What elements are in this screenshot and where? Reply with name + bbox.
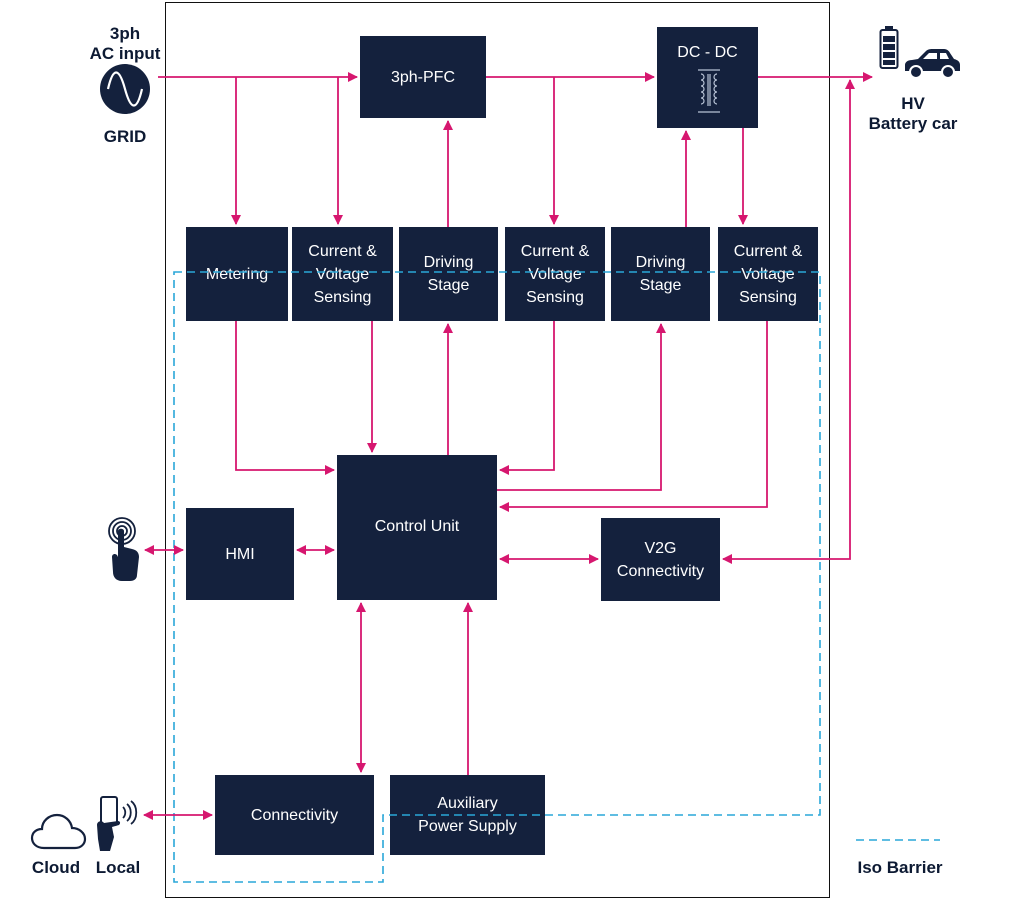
v2g-connectivity-block: V2G Connectivity <box>601 518 720 601</box>
current-voltage-sensing-block-1: Current & Voltage Sensing <box>292 227 393 321</box>
cvs3-label: Current & Voltage Sensing <box>733 242 803 306</box>
aux-label: Auxiliary Power Supply <box>418 795 517 835</box>
cvs1-label: Current & Voltage Sensing <box>308 242 377 306</box>
cloud-icon <box>30 813 87 850</box>
metering-block-label: Metering <box>205 265 269 283</box>
v2g-label: V2G Connectivity <box>616 539 705 580</box>
driving1-label: Driving Stage <box>423 254 474 294</box>
hmi-block-label: HMI <box>225 545 255 563</box>
hmi-block: HMI <box>186 508 294 600</box>
connectivity-label: Connectivity <box>250 806 339 824</box>
touch-hand-icon <box>108 517 139 581</box>
driving2-label: Driving Stage <box>635 254 686 294</box>
driving-stage-block-1: Driving Stage <box>399 227 498 321</box>
cloud-label: Cloud <box>31 858 81 877</box>
control-unit-block: Control Unit <box>337 455 497 600</box>
connectivity-block: Connectivity <box>215 775 374 855</box>
driving-stage-block-2: Driving Stage <box>611 227 710 321</box>
cvs2-label: Current & Voltage Sensing <box>520 242 590 306</box>
iso-barrier-label: Iso Barrier <box>857 858 943 877</box>
ac-input-title: 3ph AC input <box>89 24 161 63</box>
dcdc-block: DC - DC <box>657 27 758 128</box>
metering-block: Metering <box>186 227 288 321</box>
transformer-icon <box>698 69 720 113</box>
sine-wave-icon <box>100 64 150 114</box>
phone-in-hand-icon <box>97 796 138 851</box>
auxiliary-power-supply-block: Auxiliary Power Supply <box>390 775 545 855</box>
car-icon <box>905 49 960 79</box>
grid-label: GRID <box>103 127 147 146</box>
charger-enclosure-frame <box>165 2 830 898</box>
control-unit-label: Control Unit <box>374 518 460 535</box>
current-voltage-sensing-block-2: Current & Voltage Sensing <box>505 227 605 321</box>
current-voltage-sensing-block-3: Current & Voltage Sensing <box>718 227 818 321</box>
pfc-block-label: 3ph-PFC <box>390 68 456 86</box>
pfc-block: 3ph-PFC <box>360 36 486 118</box>
dcdc-block-label: DC - DC <box>677 44 738 61</box>
battery-icon <box>879 26 899 69</box>
hv-battery-label: HV Battery car <box>868 94 958 133</box>
local-label: Local <box>95 858 141 877</box>
